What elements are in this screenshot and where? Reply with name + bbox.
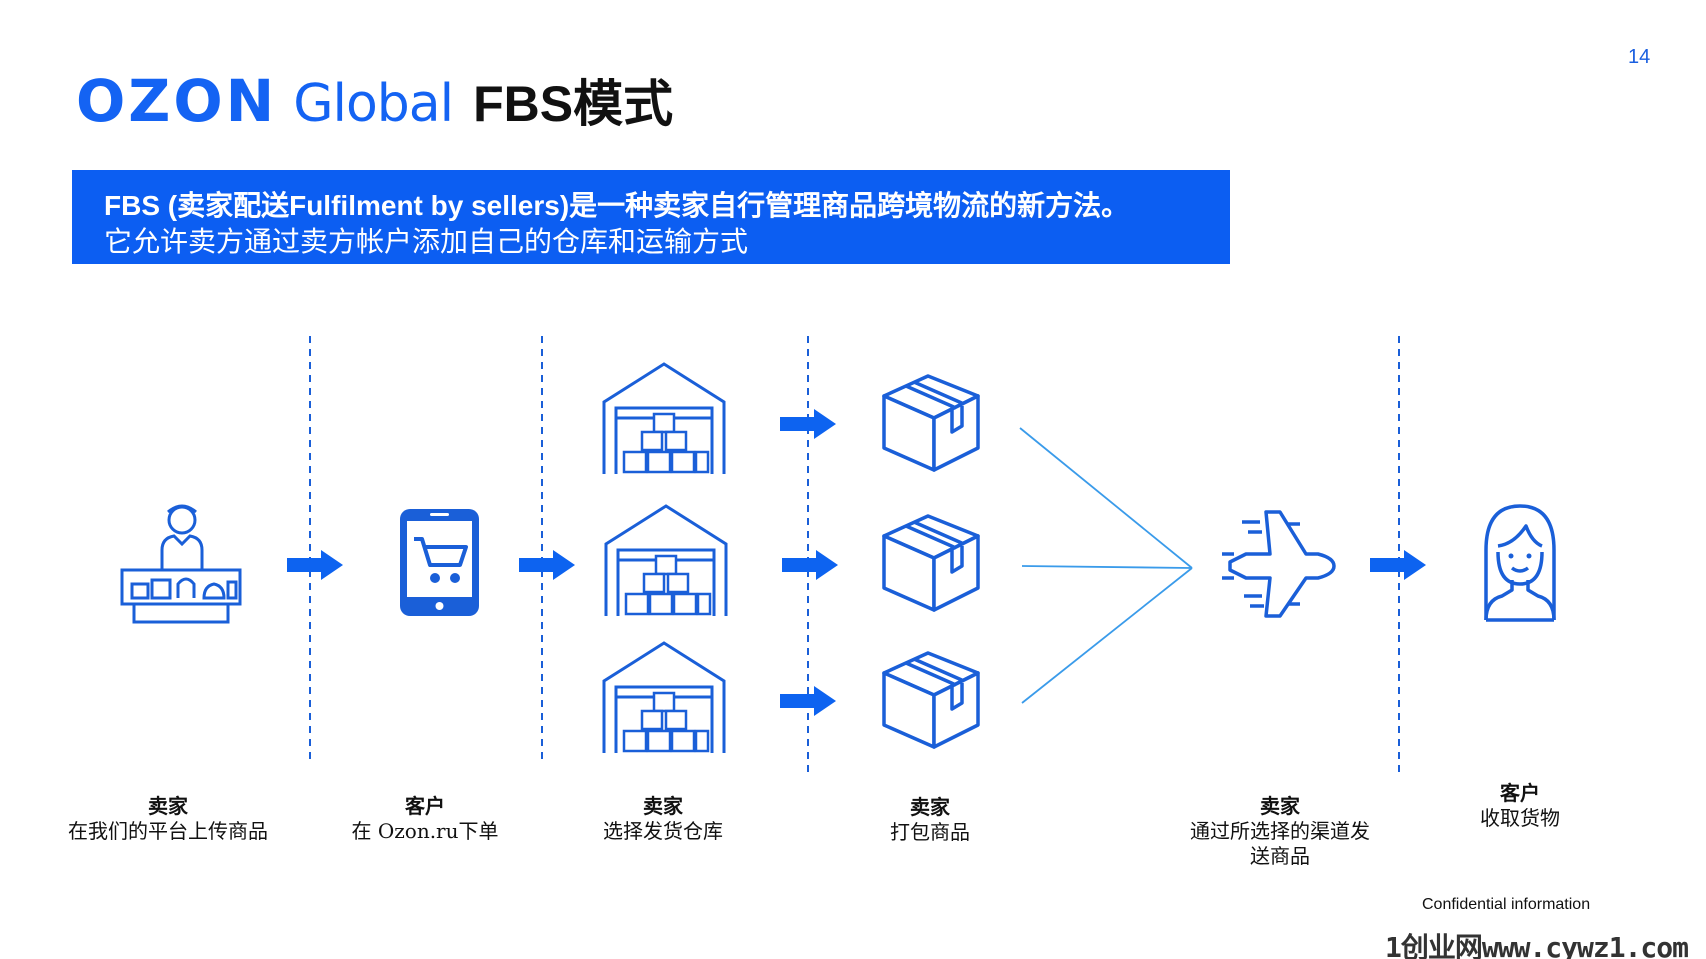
banner-line-2: 它允许卖方通过卖方帐户添加自己的仓库和运输方式 xyxy=(104,226,749,257)
warehouse-icon-2 xyxy=(604,504,728,618)
banner-line-1: FBS (卖家配送Fulfilment by sellers)是一种卖家自行管理… xyxy=(104,190,1130,221)
ozon-global-logo: Global xyxy=(293,74,454,134)
step-6-actor: 客户 xyxy=(1500,781,1540,805)
package-box-icon-3 xyxy=(882,651,980,749)
arrow-seller-to-customer xyxy=(287,550,343,580)
package-box-icon-1 xyxy=(882,374,980,472)
step-2-action: 在 Ozon.ru下单 xyxy=(351,819,499,843)
page-number: 14 xyxy=(1628,46,1651,68)
seller-at-counter-icon xyxy=(120,504,242,624)
airplane-icon xyxy=(1222,510,1336,618)
step-label-6: 客户 收取货物 xyxy=(1440,781,1600,831)
converge-line-top xyxy=(1019,427,1193,569)
warehouse-icon-1 xyxy=(602,362,726,476)
converge-line-bottom xyxy=(1021,567,1193,704)
step-4-actor: 卖家 xyxy=(910,795,950,819)
step-5-action-line-2: 送商品 xyxy=(1250,844,1310,868)
step-5-action-line-1: 通过所选择的渠道发 xyxy=(1190,819,1370,843)
step-label-5: 卖家 通过所选择的渠道发 送商品 xyxy=(1160,794,1400,869)
step-3-actor: 卖家 xyxy=(643,794,683,818)
step-label-3: 卖家 选择发货仓库 xyxy=(573,794,753,844)
step-3-action: 选择发货仓库 xyxy=(603,819,723,843)
step-6-action: 收取货物 xyxy=(1480,806,1560,830)
slide-title: FBS模式 xyxy=(473,76,674,132)
converge-line-middle xyxy=(1021,565,1193,569)
step-separators xyxy=(309,336,1400,778)
arrow-warehouse-1-to-box-1 xyxy=(780,409,836,439)
definition-banner: FBS (卖家配送Fulfilment by sellers)是一种卖家自行管理… xyxy=(72,170,1230,264)
step-label-2: 客户 在 Ozon.ru下单 xyxy=(330,794,520,844)
step-4-action: 打包商品 xyxy=(890,820,970,844)
warehouse-icon-3 xyxy=(602,641,726,755)
confidential-notice: Confidential information xyxy=(1422,896,1591,913)
step-1-action: 在我们的平台上传商品 xyxy=(68,819,268,843)
phone-cart-icon xyxy=(400,509,479,616)
step-5-actor: 卖家 xyxy=(1260,794,1300,818)
step-label-1: 卖家 在我们的平台上传商品 xyxy=(48,794,288,844)
site-watermark: 1创业网www.cywz1.com xyxy=(1385,931,1689,959)
step-1-actor: 卖家 xyxy=(148,794,188,818)
slide-header: OZON Global FBS模式 xyxy=(76,72,673,130)
step-label-4: 卖家 打包商品 xyxy=(860,795,1000,845)
step-2-actor: 客户 xyxy=(405,794,445,818)
ozon-logo: OZON xyxy=(76,67,278,135)
package-box-icon-2 xyxy=(882,514,980,612)
arrow-warehouse-2-to-box-2 xyxy=(782,550,838,580)
customer-woman-icon xyxy=(1484,504,1556,622)
arrow-customer-to-warehouse xyxy=(519,550,575,580)
converging-lines xyxy=(1019,427,1193,704)
